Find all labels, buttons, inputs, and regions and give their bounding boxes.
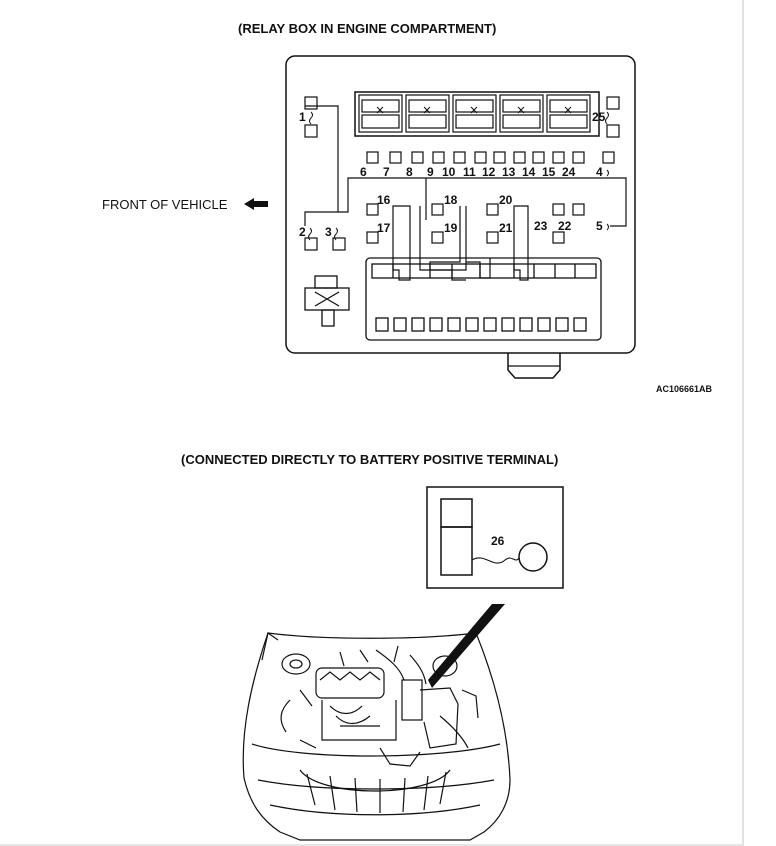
callout-8: 8 (406, 165, 413, 179)
relay-box-tab (507, 353, 561, 379)
fuse-pairs (304, 203, 585, 251)
callout-12: 12 (482, 165, 496, 179)
callout-3: 3 (325, 225, 332, 239)
relay-3 (452, 94, 497, 133)
callout-7: 7 (383, 165, 390, 179)
relay-box-outline (285, 55, 636, 354)
callout-21: 21 (499, 221, 513, 235)
callout-labels: 1 25 6 7 8 9 10 11 12 13 14 15 24 4 16 1… (299, 110, 606, 239)
relay-5 (546, 94, 591, 133)
callout-2: 2 (299, 225, 306, 239)
callout-10: 10 (442, 165, 456, 179)
page-edge-bottom (0, 844, 742, 846)
fuse-row (366, 151, 615, 164)
callout-1: 1 (299, 110, 306, 124)
callout-17: 17 (377, 221, 391, 235)
callout-13: 13 (502, 165, 516, 179)
slot-1 (304, 96, 318, 138)
callout-4: 4 (596, 165, 603, 179)
callout-24: 24 (562, 165, 576, 179)
front-of-vehicle-label: FRONT OF VEHICLE (102, 197, 228, 212)
engine-bay-illustration (242, 631, 511, 841)
battery-title: (CONNECTED DIRECTLY TO BATTERY POSITIVE … (181, 452, 559, 467)
relay-1 (358, 94, 403, 133)
callout-20: 20 (499, 193, 513, 207)
callout-26: 26 (491, 534, 505, 548)
callout-leaders (308, 111, 609, 241)
reference-code: AC106661AB (656, 384, 713, 394)
callout-16: 16 (377, 193, 391, 207)
slot-25 (606, 96, 620, 138)
callout-22: 22 (558, 219, 572, 233)
callout-11: 11 (463, 165, 476, 179)
connector-block (365, 257, 602, 341)
callout-9: 9 (427, 165, 434, 179)
callout-25: 25 (592, 110, 606, 124)
callout-5: 5 (596, 219, 603, 233)
callout-15: 15 (542, 165, 556, 179)
battery-terminal-box (426, 486, 564, 589)
callout-23: 23 (534, 219, 548, 233)
front-arrow-icon (244, 198, 268, 210)
relay-2 (405, 94, 450, 133)
relay-box-title: (RELAY BOX IN ENGINE COMPARTMENT) (238, 21, 497, 36)
callout-18: 18 (444, 193, 458, 207)
callout-6: 6 (360, 165, 367, 179)
relay-row (354, 91, 600, 137)
callout-14: 14 (522, 165, 536, 179)
callout-19: 19 (444, 221, 458, 235)
pointer-wedge (428, 604, 505, 688)
relay-4 (499, 94, 544, 133)
page-edge (742, 0, 744, 846)
fusible-link (304, 275, 350, 327)
